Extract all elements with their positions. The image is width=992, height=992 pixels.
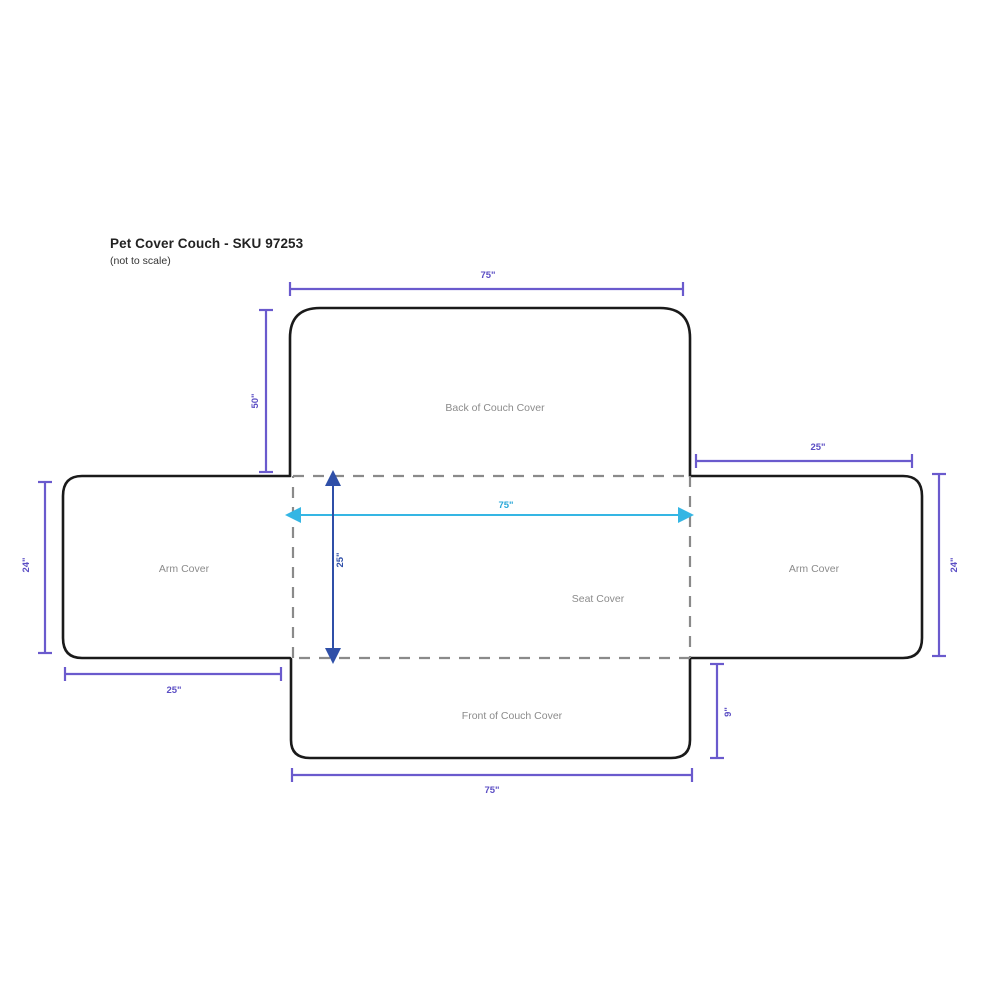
title-block: Pet Cover Couch - SKU 97253 (not to scal… [110, 236, 303, 267]
dimension-back-width-label: 75" [480, 270, 495, 281]
dimension-front-width-label: 75" [484, 785, 499, 796]
dimension-front-width: 75" [290, 768, 694, 796]
dimension-back-height: 50" [250, 308, 273, 474]
dimension-arm-right-height: 24" [932, 472, 960, 658]
page-title: Pet Cover Couch - SKU 97253 [110, 236, 304, 251]
dimension-arm-left-height: 24" [21, 480, 52, 655]
panel-label-front: Front of Couch Cover [462, 710, 563, 722]
dimension-seat-depth-label: 25" [335, 552, 346, 567]
page-subtitle: (not to scale) [110, 255, 171, 267]
panel-label-back: Back of Couch Cover [445, 402, 545, 414]
dimension-arm-right-height-label: 24" [949, 557, 960, 572]
dimension-back-width: 75" [288, 270, 685, 296]
dimension-seat-width: 75" [285, 500, 694, 523]
front-panel-outline [289, 657, 692, 760]
panel-label-arm-left: Arm Cover [159, 563, 210, 575]
dimension-back-height-label: 50" [250, 393, 261, 408]
dimension-arm-left-width: 25" [63, 667, 283, 696]
back-panel-outline [288, 306, 692, 477]
dimension-front-height: 9" [710, 662, 734, 760]
dimension-arm-left-height-label: 24" [21, 557, 32, 572]
dimension-seat-depth: 25" [325, 470, 346, 664]
arm-right-panel-outline [688, 474, 924, 660]
dimension-arm-right-width-label: 25" [810, 442, 825, 453]
dimension-front-height-label: 9" [723, 707, 734, 717]
panel-label-arm-right: Arm Cover [789, 563, 840, 575]
dimension-seat-width-label: 75" [498, 500, 513, 511]
seat-cover-dashed-boundary [291, 474, 692, 660]
panel-label-seat: Seat Cover [572, 593, 625, 605]
dimension-arm-left-width-label: 25" [166, 685, 181, 696]
arm-left-panel-outline [61, 474, 292, 660]
dimension-arm-right-width: 25" [694, 442, 914, 468]
